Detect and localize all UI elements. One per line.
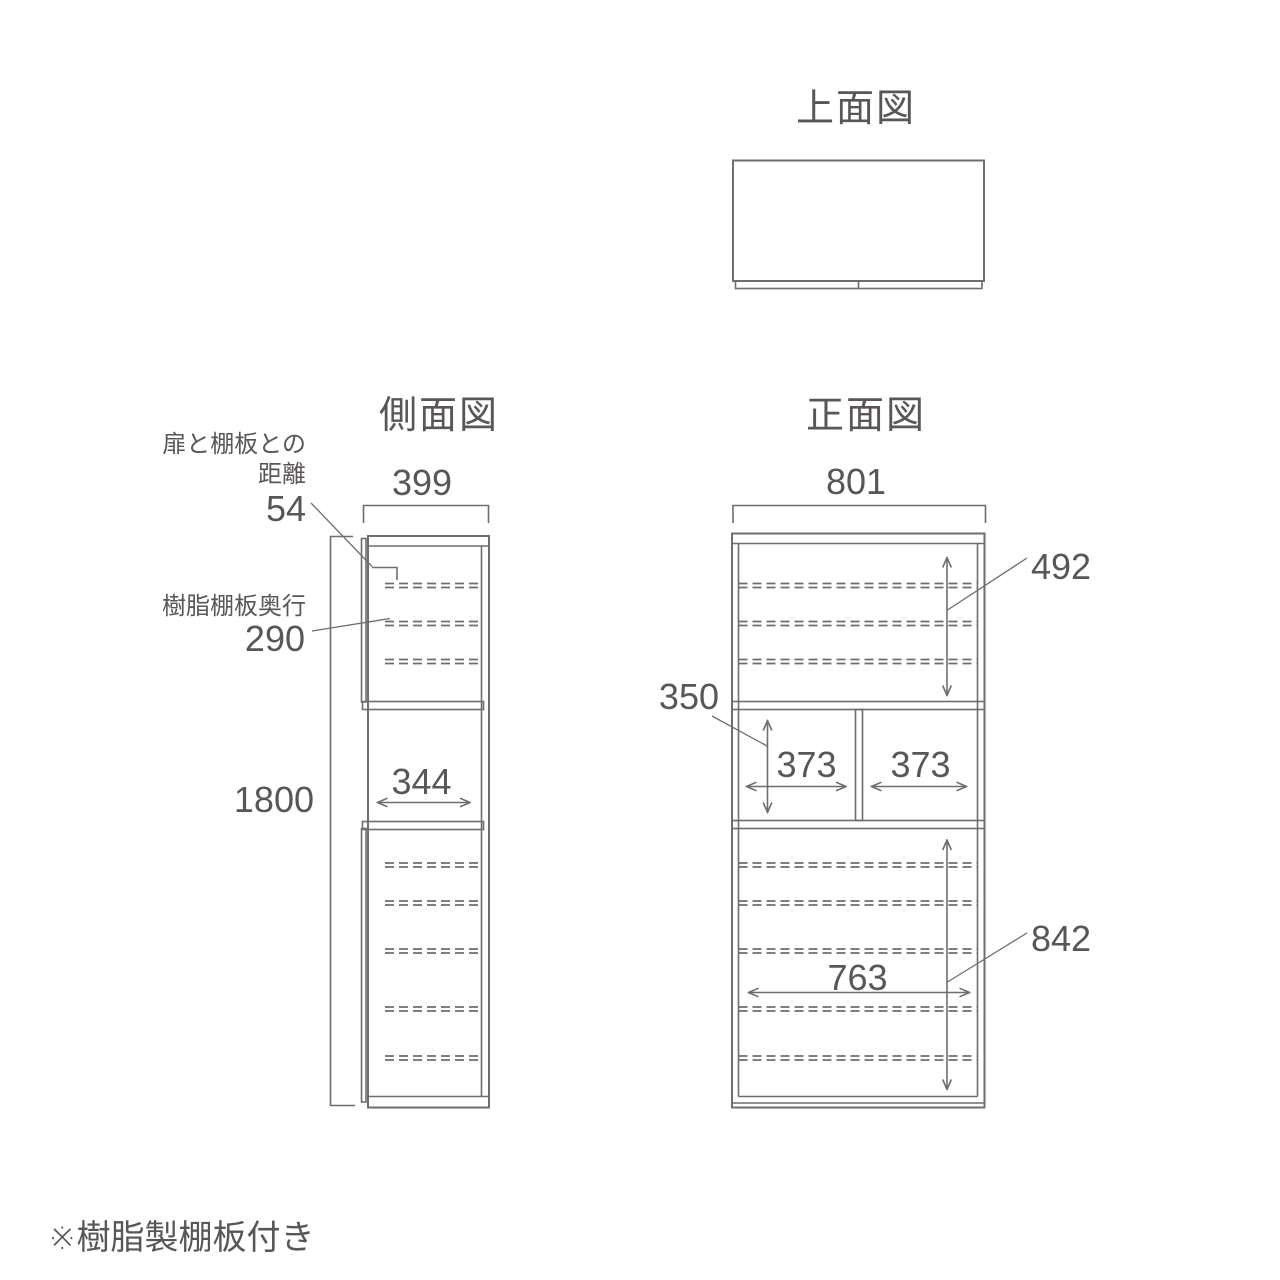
front-fixed-shelf-upper (731, 700, 986, 711)
footer-note: ※樹脂製棚板付き (48, 1219, 315, 1257)
lower-inner-height-dimension: 842 (1031, 918, 1091, 959)
door-shelf-gap-step-detail (372, 566, 398, 580)
front-middle-divider-panel (854, 708, 864, 822)
middle-left-width-dimension: 373 (776, 744, 836, 785)
side-fixed-shelf-upper (361, 700, 485, 711)
upper-inner-height-leader-line (947, 557, 1028, 611)
top-view: 上面図 (732, 88, 985, 290)
lower-inner-height-leader-line (947, 932, 1028, 983)
resin-shelf-depth-label: 樹脂棚板奥行 (162, 593, 306, 620)
side-height-dimension: 1800 (234, 779, 314, 820)
top-view-title: 上面図 (796, 88, 916, 130)
upper-inner-height-dimension: 492 (1031, 546, 1091, 587)
side-view: 側面図 399 1800 扉と棚板との 距離 (162, 395, 499, 1109)
side-view-title: 側面図 (379, 395, 499, 437)
side-upper-door-panel (360, 537, 367, 703)
middle-right-width-dimension: 373 (890, 744, 950, 785)
middle-inner-height-leader-line (711, 715, 768, 747)
side-lower-door-panel (360, 827, 367, 1103)
side-height-extension-bracket (329, 535, 355, 1107)
door-shelf-gap-leader-line (310, 502, 373, 567)
front-fixed-shelf-lower (731, 819, 986, 830)
front-width-dimension: 801 (826, 461, 886, 502)
middle-inner-height-dimension: 350 (659, 676, 719, 717)
front-view-title: 正面図 (806, 395, 926, 437)
door-shelf-gap-label-line1: 扉と棚板との (162, 431, 306, 458)
open-shelf-depth-dimension: 344 (391, 761, 451, 802)
resin-shelf-depth-leader-line (311, 617, 391, 632)
front-view: 正面図 801 492 350 (659, 395, 1091, 1109)
front-width-extension-bracket (732, 504, 987, 523)
door-shelf-gap-dimension: 54 (266, 488, 306, 529)
top-view-body-outline (732, 159, 985, 282)
side-fixed-shelf-lower (361, 820, 485, 831)
resin-shelf-depth-dimension: 290 (245, 618, 305, 659)
door-shelf-gap-label-line2: 距離 (258, 461, 306, 488)
side-width-extension-bracket (362, 504, 490, 523)
side-width-dimension: 399 (392, 462, 452, 503)
